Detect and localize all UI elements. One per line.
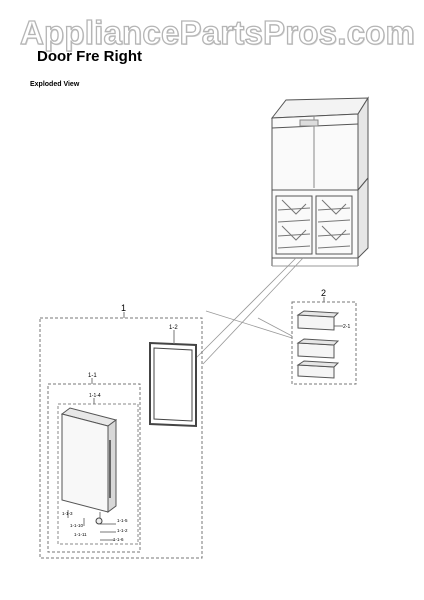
- label-part-1111: 1-1-11: [74, 532, 87, 537]
- refrigerator-illustration: [270, 96, 369, 267]
- door-panel: [60, 407, 118, 513]
- subassembly-1-1-box: [47, 383, 141, 553]
- page-title: Door Fre Right: [37, 48, 142, 65]
- view-subtitle: Exploded View: [30, 81, 80, 88]
- watermark-logo: AppliancePartsPros.com: [19, 13, 416, 51]
- label-part-1110: 1-1-10: [70, 523, 84, 528]
- label-subassembly: 1-1: [88, 373, 97, 379]
- label-door-foam: 1-1-4: [89, 393, 101, 399]
- label-part-115: 1-1-5: [117, 518, 128, 523]
- door-gasket: [149, 341, 197, 428]
- label-guard: 2-1: [343, 324, 350, 330]
- label-part-112: 1-1-2: [117, 528, 128, 533]
- assembly-1-box: [39, 317, 203, 559]
- label-part-116: 1-1-6: [113, 537, 124, 542]
- door-guard-bins: [296, 310, 340, 379]
- label-gasket: 1-2: [169, 325, 178, 331]
- label-assembly-1: 1: [121, 303, 126, 313]
- label-part-113: 1-1-3: [62, 511, 73, 516]
- label-assembly-2: 2: [321, 288, 326, 298]
